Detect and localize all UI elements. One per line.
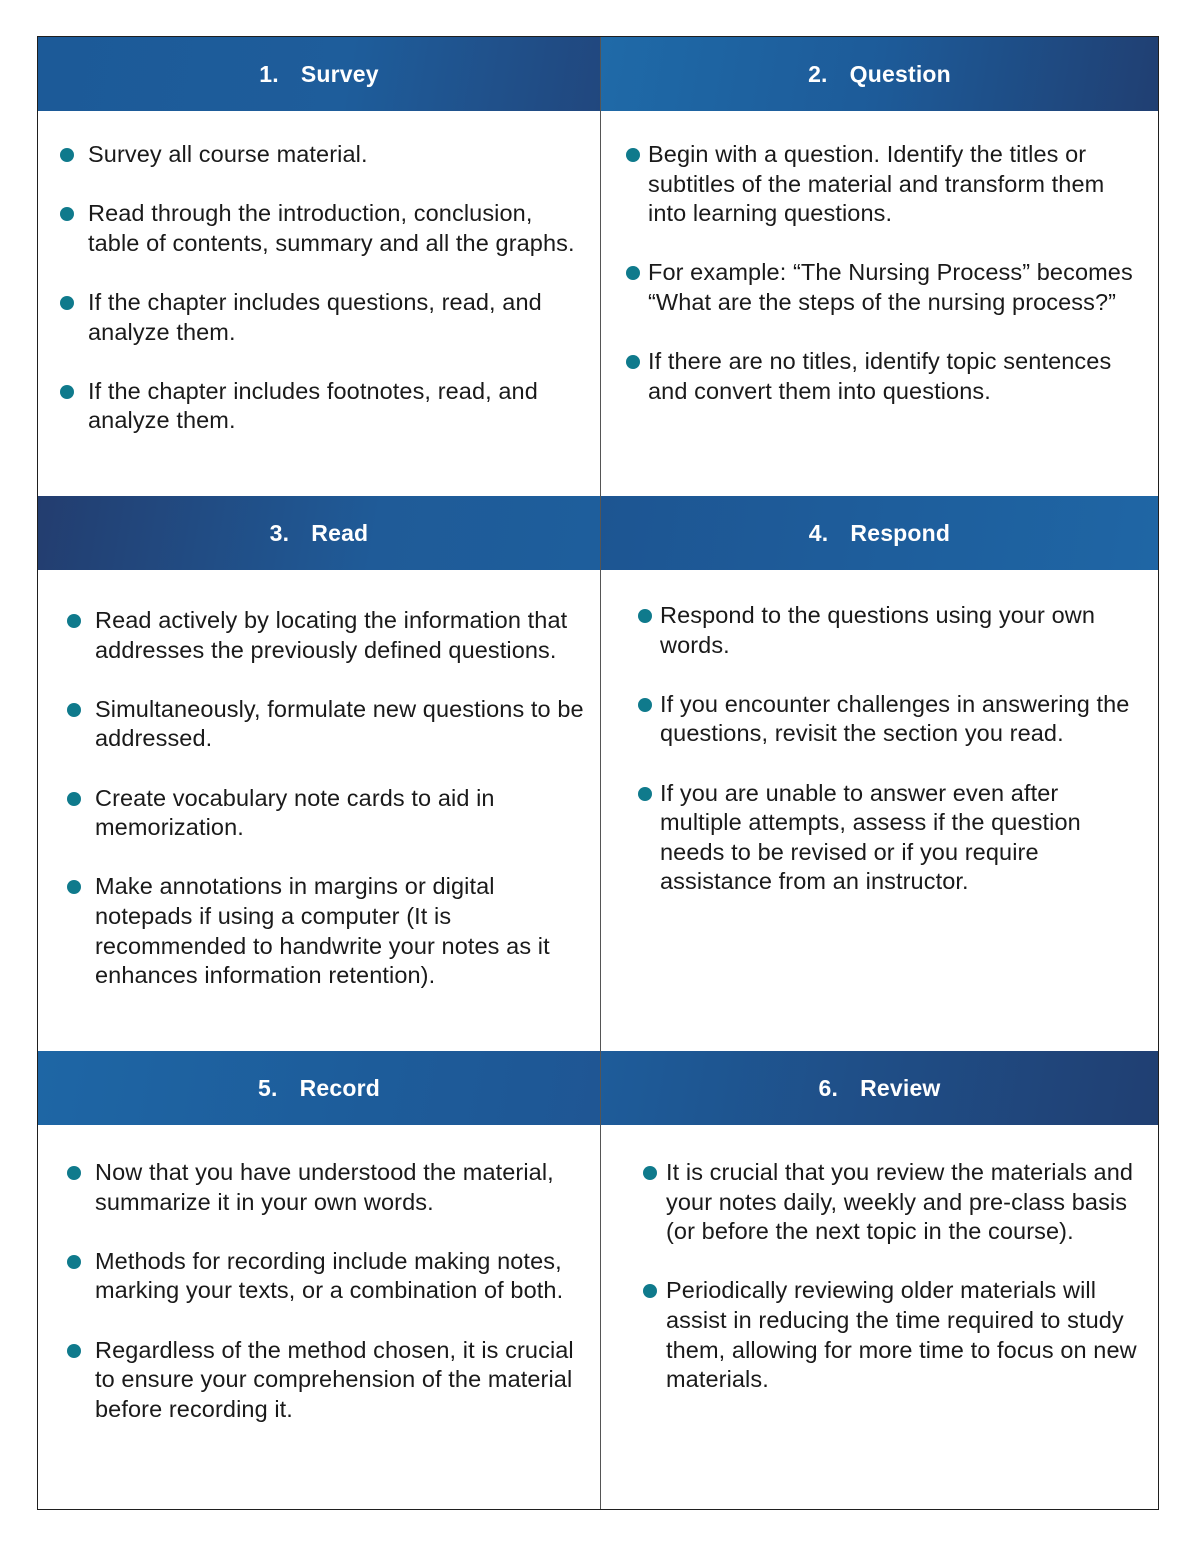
bullet-item: Simultaneously, formulate new questions …	[67, 695, 587, 754]
bullet-dot-icon	[643, 1166, 657, 1180]
bullet-item: Methods for recording include making not…	[67, 1247, 592, 1306]
bullet-item: Make annotations in margins or digital n…	[67, 872, 587, 990]
section-number: 2.	[808, 60, 828, 87]
section-header-respond: 4. Respond	[601, 496, 1158, 570]
section-body-respond: Respond to the questions using your own …	[638, 601, 1143, 897]
section-header-review: 6. Review	[601, 1051, 1158, 1125]
bullet-dot-icon	[643, 1284, 657, 1299]
bullet-dot-icon	[626, 266, 640, 281]
bullet-item: It is crucial that you review the materi…	[643, 1158, 1153, 1247]
bullet-dot-icon	[67, 614, 81, 628]
bullet-item: Respond to the questions using your own …	[638, 601, 1143, 660]
section-body-question: Begin with a question. Identify the titl…	[626, 140, 1146, 406]
section-title: Survey	[300, 60, 379, 87]
bullet-dot-icon	[67, 1343, 81, 1358]
bullet-dot-icon	[60, 384, 74, 399]
bullet-item: Survey all course material.	[60, 140, 580, 170]
bullet-item: If you are unable to answer even after m…	[638, 779, 1143, 897]
section-number: 6.	[818, 1074, 839, 1101]
bullet-dot-icon	[638, 786, 652, 801]
bullet-dot-icon	[60, 295, 74, 310]
section-title: Review	[860, 1074, 941, 1101]
bullet-item: Read through the introduction, conclusio…	[60, 199, 580, 258]
bullet-dot-icon	[60, 148, 74, 162]
section-number: 4.	[808, 519, 829, 546]
section-header-record: 5. Record	[38, 1051, 600, 1125]
bullet-dot-icon	[60, 207, 74, 222]
bullet-item: If the chapter includes footnotes, read,…	[60, 377, 580, 436]
bullet-dot-icon	[67, 1166, 81, 1180]
section-body-record: Now that you have understood the materia…	[67, 1158, 592, 1424]
bullet-item: Create vocabulary note cards to aid in m…	[67, 784, 587, 843]
bullet-item: Periodically reviewing older materials w…	[643, 1276, 1153, 1394]
bullet-item: Begin with a question. Identify the titl…	[626, 140, 1146, 229]
bullet-dot-icon	[67, 702, 81, 717]
section-header-survey: 1. Survey	[38, 37, 600, 111]
bullet-dot-icon	[638, 697, 652, 712]
bullet-item: Now that you have understood the materia…	[67, 1158, 592, 1217]
section-body-read: Read actively by locating the informatio…	[67, 606, 587, 991]
bullet-item: Regardless of the method chosen, it is c…	[67, 1336, 592, 1425]
bullet-dot-icon	[67, 1254, 81, 1269]
bullet-item: If the chapter includes questions, read,…	[60, 288, 580, 347]
section-number: 1.	[259, 60, 279, 87]
section-number: 5.	[257, 1074, 278, 1101]
bullet-dot-icon	[67, 791, 81, 806]
bullet-dot-icon	[638, 609, 652, 623]
section-title: Read	[311, 519, 369, 546]
bullet-dot-icon	[626, 148, 640, 162]
bullet-dot-icon	[626, 355, 640, 370]
section-title: Record	[299, 1074, 381, 1101]
bullet-item: Read actively by locating the informatio…	[67, 606, 587, 665]
section-title: Respond	[850, 519, 951, 546]
bullet-dot-icon	[67, 880, 81, 895]
bullet-item: If you encounter challenges in answering…	[638, 690, 1143, 749]
section-header-read: 3. Read	[38, 496, 600, 570]
section-body-survey: Survey all course material. Read through…	[60, 140, 580, 436]
section-body-review: It is crucial that you review the materi…	[643, 1158, 1153, 1395]
bullet-item: If there are no titles, identify topic s…	[626, 347, 1146, 406]
sq4r-study-method-table: 1. Survey 2. Question Survey all course …	[37, 36, 1159, 1510]
bullet-item: For example: “The Nursing Process” becom…	[626, 258, 1146, 317]
section-title: Question	[849, 60, 951, 87]
column-divider	[600, 37, 601, 1509]
section-number: 3.	[269, 519, 290, 546]
section-header-question: 2. Question	[601, 37, 1158, 111]
